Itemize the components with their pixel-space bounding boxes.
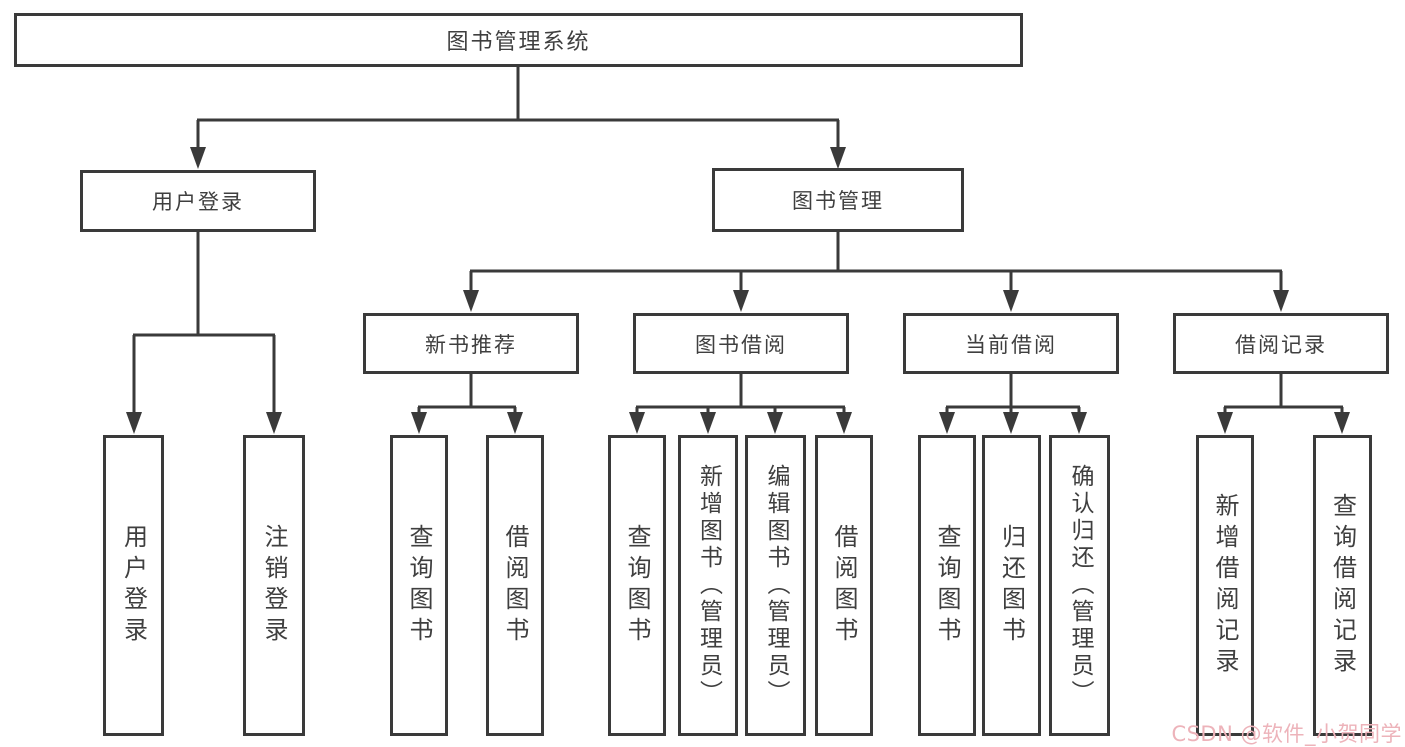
node-leaf-borrow-books-borrow: 借阅图书 (815, 435, 873, 736)
arrowhead (507, 412, 523, 434)
node-label: 借阅图书 (501, 523, 529, 648)
arrowhead (1334, 412, 1350, 434)
node-label: 查询借阅记录 (1328, 492, 1357, 679)
connector-book-management-branch (469, 232, 1283, 292)
arrowhead (939, 412, 955, 434)
node-label: 新书推荐 (425, 332, 517, 357)
arrowhead (463, 290, 479, 312)
node-book-borrowing: 图书借阅 (633, 313, 849, 374)
node-book-management: 图书管理 (712, 168, 964, 232)
node-label: 查询图书 (405, 523, 433, 648)
arrowhead (1003, 412, 1019, 434)
arrowhead (1273, 290, 1289, 312)
connector-borrow-record-branch (1223, 374, 1344, 414)
arrowhead (836, 412, 852, 434)
node-leaf-add-books-admin: 新增图书（管理员） (678, 435, 738, 736)
node-label: 查询图书 (623, 523, 651, 648)
arrowhead (767, 412, 783, 434)
node-leaf-query-books-newbook: 查询图书 (390, 435, 448, 736)
connector-user-login-branch (132, 232, 276, 414)
node-user-login: 用户登录 (80, 170, 316, 232)
arrowhead (411, 412, 427, 434)
node-leaf-query-books-current: 查询图书 (918, 435, 976, 736)
node-leaf-user-login: 用户登录 (103, 435, 164, 736)
node-label: 确认归还（管理员） (1067, 464, 1093, 707)
arrowhead (700, 412, 716, 434)
node-label: 归还图书 (997, 523, 1026, 648)
watermark: CSDN @软件_小贺同学 (1171, 722, 1402, 746)
node-label: 图书借阅 (695, 332, 787, 357)
arrowheads (126, 147, 1350, 434)
arrowhead (1003, 290, 1019, 312)
connector-root-to-level2 (196, 67, 840, 149)
node-label: 用户登录 (119, 523, 148, 648)
node-label: 图书管理 (792, 189, 884, 213)
node-label: 借阅图书 (830, 523, 858, 648)
node-label: 查询图书 (933, 523, 961, 648)
arrowhead (733, 290, 749, 312)
node-leaf-logout: 注销登录 (243, 435, 305, 736)
arrowhead (266, 412, 282, 434)
node-label: 新增图书（管理员） (695, 464, 722, 707)
arrowhead (830, 147, 846, 169)
arrowhead (126, 412, 142, 434)
node-leaf-confirm-return-admin: 确认归还（管理员） (1049, 435, 1110, 736)
node-leaf-query-borrow-record: 查询借阅记录 (1313, 435, 1372, 736)
node-new-book-recommendation: 新书推荐 (363, 313, 579, 374)
connector-book-borrow-branch (635, 374, 846, 414)
arrowhead (190, 147, 206, 169)
connector-current-borrow-branch (945, 374, 1081, 414)
arrowhead (629, 412, 645, 434)
arrowhead (1071, 412, 1087, 434)
node-borrowing-records: 借阅记录 (1173, 313, 1389, 374)
node-leaf-query-books-borrow: 查询图书 (608, 435, 666, 736)
node-label: 注销登录 (260, 523, 288, 648)
node-label: 当前借阅 (965, 332, 1057, 357)
node-library-management-system: 图书管理系统 (14, 13, 1023, 67)
node-label: 借阅记录 (1235, 332, 1327, 357)
node-leaf-edit-books-admin: 编辑图书（管理员） (745, 435, 806, 736)
node-leaf-add-borrow-record: 新增借阅记录 (1196, 435, 1254, 736)
node-leaf-borrow-books-newbook: 借阅图书 (486, 435, 544, 736)
arrowhead (1217, 412, 1233, 434)
connector-new-book-branch (417, 374, 517, 414)
node-label: 新增借阅记录 (1211, 492, 1239, 679)
node-label: 图书管理系统 (446, 30, 591, 55)
node-leaf-return-books: 归还图书 (982, 435, 1041, 736)
node-label: 编辑图书（管理员） (763, 464, 789, 707)
node-label: 用户登录 (152, 190, 244, 214)
node-current-borrowing: 当前借阅 (903, 313, 1119, 374)
